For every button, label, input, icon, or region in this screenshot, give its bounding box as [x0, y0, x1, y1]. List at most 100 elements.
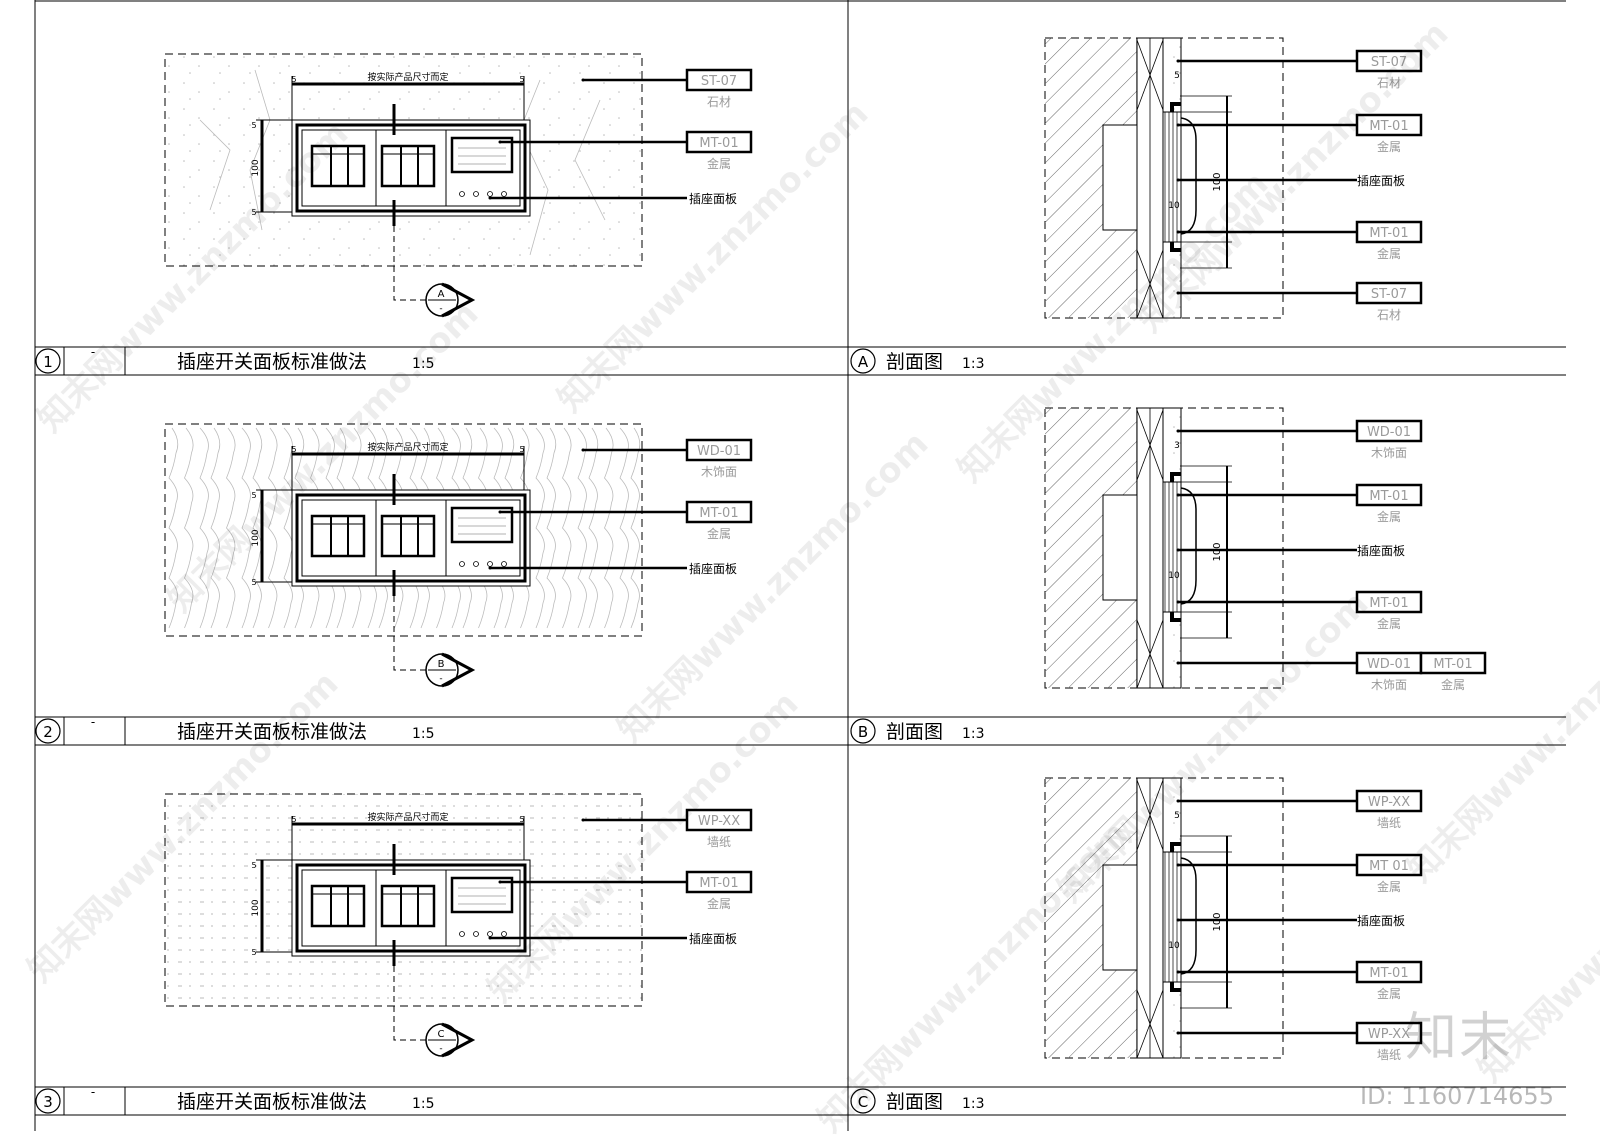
dim-note-text: 按实际产品尺寸而定 [367, 441, 448, 453]
view-number-circle [35, 718, 61, 744]
dim-side-text: 100 [251, 899, 261, 916]
leader-dot [488, 196, 492, 200]
section-leader [393, 966, 428, 1041]
material-code-box [1355, 49, 1423, 73]
substrate-cross [1136, 39, 1164, 111]
wood-grain [168, 427, 179, 629]
material-code: MT-01 [1433, 657, 1472, 672]
section-marker-letter: A [438, 289, 445, 300]
material-code-box [1419, 651, 1487, 675]
material-code-box [1355, 853, 1423, 877]
panel-face-profile [1180, 857, 1197, 975]
section-scale: 1:3 [962, 726, 985, 742]
view-sheet-ref: - [91, 345, 95, 359]
material-code-box [1355, 483, 1423, 507]
button-dot [501, 191, 507, 197]
stone-vein [199, 119, 231, 211]
leader-dot [1176, 918, 1180, 922]
substrate-cross [1136, 249, 1164, 319]
material-code: MT-01 [699, 876, 738, 891]
material-name: 插座面板 [1357, 543, 1405, 558]
section-dim-small: 5 [1174, 811, 1180, 821]
material-name: 墙纸 [1377, 1048, 1401, 1062]
material-code: MT 01 [1369, 859, 1409, 874]
material-code-box [1355, 590, 1423, 614]
leader-dot [581, 448, 585, 452]
leader-dot [498, 510, 502, 514]
sheet-frame [34, 0, 1566, 1131]
view-scale: 1:5 [412, 1096, 435, 1112]
leader-dot [488, 566, 492, 570]
socket-panel-section [1162, 481, 1182, 613]
material-code-box [1355, 1021, 1423, 1045]
wood-grain [588, 427, 599, 629]
section-scale: 1:3 [962, 1096, 985, 1112]
leader-dot [488, 936, 492, 940]
view-title: 插座开关面板标准做法 [177, 1091, 367, 1113]
dim-small-text: 5 [251, 578, 256, 587]
material-code-box [1355, 419, 1423, 443]
leader-dot [1176, 291, 1180, 295]
section-title: 剖面图 [886, 1091, 943, 1113]
panel-metal-frame [295, 493, 527, 583]
panel-metal-frame [295, 863, 527, 953]
section-callout: 插座面板 [1176, 173, 1405, 188]
substrate-cross [1136, 989, 1164, 1059]
material-code: WP-XX [1368, 795, 1410, 810]
dim-side-text: 100 [251, 529, 261, 546]
material-code-box [685, 808, 753, 832]
material-code-box [1355, 113, 1423, 137]
button-dot [459, 191, 465, 197]
wood-grain [619, 427, 629, 629]
material-name: 插座面板 [689, 561, 737, 576]
material-name: 金属 [1377, 986, 1401, 1001]
switch-rocker [310, 144, 366, 188]
material-name: 墙纸 [707, 835, 731, 849]
switch-rocker [380, 884, 436, 928]
display-module [450, 876, 514, 914]
section-title: 剖面图 [886, 721, 943, 743]
section-marker-letter: B [438, 659, 445, 670]
section-letter-circle [850, 348, 876, 374]
material-code: WD-01 [1367, 657, 1411, 672]
material-name: 插座面板 [1357, 913, 1405, 928]
material-name: 石材 [707, 95, 731, 109]
leader-dot [1176, 548, 1180, 552]
wood-grain [577, 427, 587, 629]
material-name: 木饰面 [1371, 678, 1407, 692]
dim-small-text: 5 [519, 75, 524, 84]
section-dim-inner: 10 [1168, 571, 1180, 581]
button-dot [459, 561, 465, 567]
material-code-box [1355, 220, 1423, 244]
finish-area [164, 423, 643, 637]
view-number: 3 [43, 1093, 53, 1111]
material-name: 插座面板 [689, 931, 737, 946]
plan-callout: 插座面板 [488, 561, 737, 576]
section-callout: 插座面板 [1176, 543, 1405, 558]
wood-grain [268, 427, 278, 629]
section-title: 剖面图 [886, 351, 943, 373]
material-code: MT-01 [699, 506, 738, 521]
material-name: 金属 [1377, 246, 1401, 261]
dim-small-text: 5 [251, 861, 256, 870]
view-title: 插座开关面板标准做法 [177, 721, 367, 743]
material-name: 金属 [1377, 509, 1401, 524]
section-letter: A [858, 353, 869, 371]
panel-inner-frame [301, 129, 521, 207]
wood-grain [184, 427, 194, 629]
leader-dot [1176, 59, 1180, 63]
material-code-box [685, 500, 753, 524]
leader-dot [1176, 799, 1180, 803]
dim-small-text: 5 [519, 815, 524, 824]
